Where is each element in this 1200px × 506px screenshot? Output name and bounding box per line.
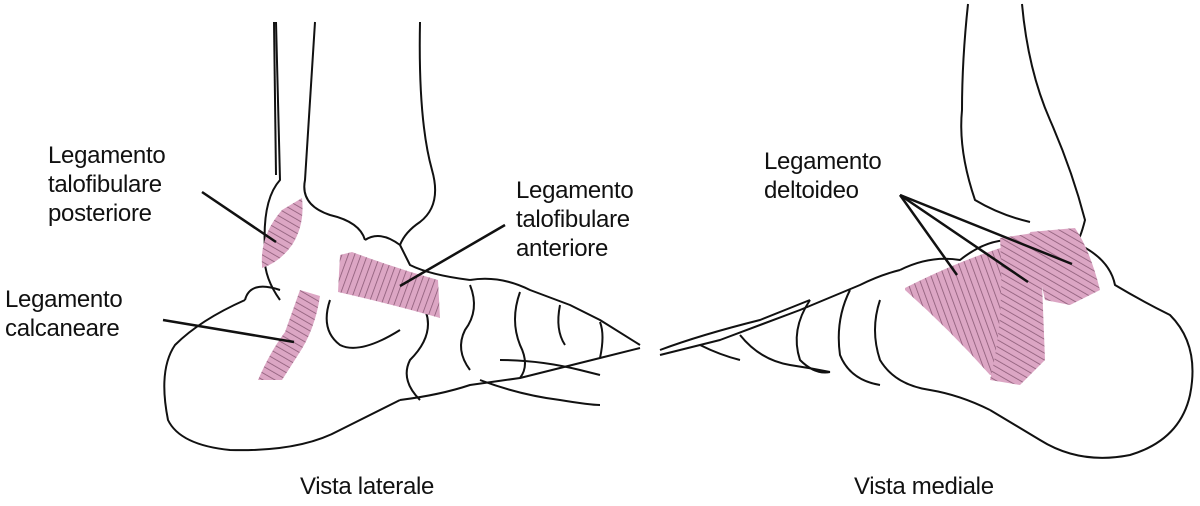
label-deltoid: Legamento deltoideo (764, 148, 882, 204)
label-calcaneofibular: Legamento calcaneare (5, 286, 123, 342)
ligament-deltoid-posterior (1030, 228, 1100, 305)
label-talofibular-posterior: Legamento talofibulare posteriore (48, 142, 166, 227)
lateral-view-foot (163, 21, 641, 452)
ligament-talofibular-posterior (261, 198, 303, 268)
leader-lines-medial (898, 193, 1073, 284)
caption-medial-view: Vista mediale (854, 473, 994, 500)
ligament-talofibular-anterior (338, 252, 440, 318)
caption-lateral-view: Vista laterale (300, 473, 435, 500)
ligament-calcaneofibular (258, 290, 320, 380)
ligament-deltoid-middle (990, 232, 1045, 385)
medial-view-foot (659, 3, 1194, 459)
label-talofibular-anterior: Legamento talofibulare anteriore (516, 177, 634, 262)
leader-lines-lateral (162, 190, 506, 344)
